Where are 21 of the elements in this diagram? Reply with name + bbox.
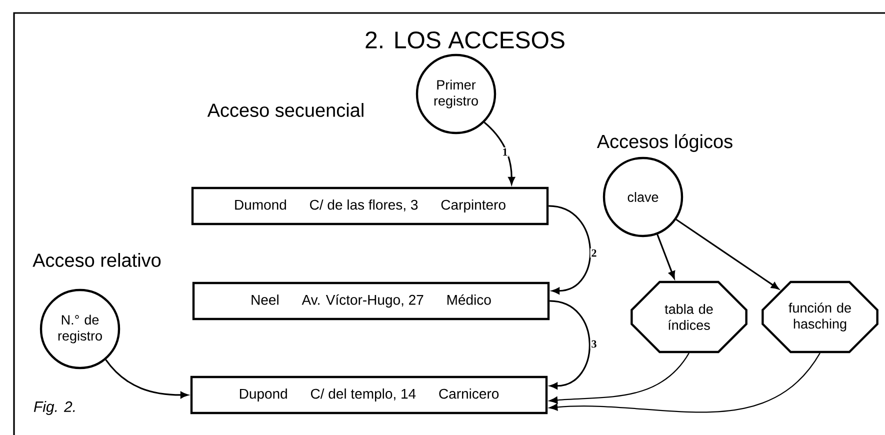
arrow: [548, 205, 591, 294]
arrow: [676, 218, 779, 290]
section-heading: Acceso secuencial: [207, 103, 364, 117]
section-heading: Acceso relativo: [32, 253, 161, 267]
caption: Fig. 2.: [34, 401, 75, 415]
record-box: Neel Av. Víctor-Hugo, 27 Médico: [192, 282, 550, 320]
record-box: Dumond C/ de las flores, 3 Carpintero: [191, 186, 549, 226]
circle-node: Primer registro: [416, 54, 496, 134]
arrow: [549, 352, 820, 413]
arrow: [105, 359, 188, 398]
circle-node: clave: [602, 156, 684, 238]
arrow: [550, 300, 590, 390]
title: 2. LOS ACCESOS: [366, 32, 564, 48]
octagon-node: tabla de índices: [630, 280, 748, 354]
arrow: [549, 352, 690, 404]
arrow: [656, 234, 676, 279]
edge-label: 1: [501, 147, 509, 157]
circle-node: N.° de registro: [40, 288, 120, 370]
octagon-node: función de hasching: [762, 280, 878, 354]
record-box: Dupond C/ del templo, 14 Carnicero: [190, 376, 548, 414]
arrow: [484, 122, 515, 185]
